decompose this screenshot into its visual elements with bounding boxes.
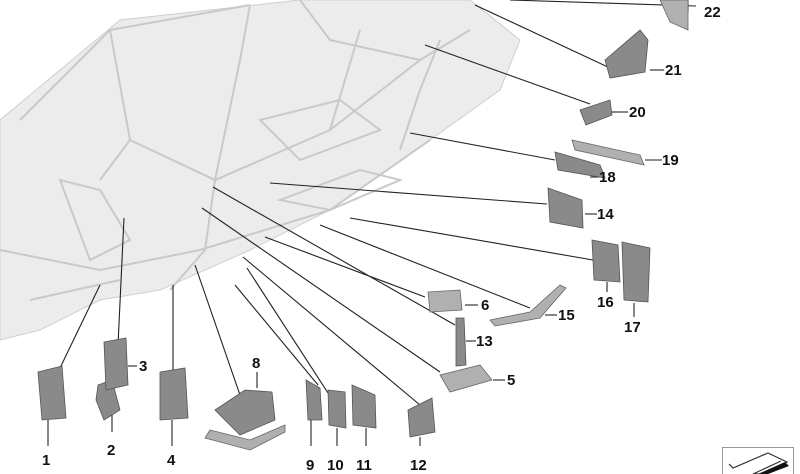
callout-20: 20: [629, 104, 646, 121]
callout-13: 13: [476, 333, 493, 350]
callout-14: 14: [597, 206, 614, 223]
part-14: [547, 187, 584, 229]
callout-11: 11: [356, 457, 372, 473]
part-12: [407, 397, 436, 438]
part-1: [37, 365, 67, 421]
part-17: [621, 241, 651, 303]
part-5: [439, 364, 493, 393]
part-9: [305, 379, 323, 421]
callout-16: 16: [597, 294, 614, 311]
part-19: [571, 139, 645, 166]
part-10: [327, 389, 347, 429]
part-20: [579, 99, 613, 126]
leader-lines: [47, 0, 697, 446]
callout-1: 1: [42, 452, 50, 469]
part-8-bracket: [204, 424, 286, 451]
part-sketch-icon: [728, 452, 789, 474]
part-18: [554, 151, 606, 179]
part-16: [591, 239, 621, 283]
part-13: [455, 317, 467, 367]
part-3: [103, 337, 129, 391]
part-4: [159, 367, 189, 421]
part-22: [659, 0, 689, 31]
part-11: [351, 384, 377, 429]
callout-3: 3: [139, 358, 147, 375]
diagram-navigation-icon[interactable]: [722, 447, 794, 474]
callout-9: 9: [306, 457, 314, 473]
callout-17: 17: [624, 319, 641, 336]
callout-15: 15: [558, 307, 575, 324]
car-body-shell: [0, 0, 521, 341]
callout-8: 8: [252, 355, 260, 372]
callout-6: 6: [481, 297, 489, 314]
callout-19: 19: [662, 152, 679, 169]
part-15: [489, 284, 567, 327]
callout-18: 18: [599, 169, 616, 186]
callout-4: 4: [167, 452, 176, 469]
callout-labels: 1 2 3 4 8 9 10 11 12 5 13 6 15 16 17 14 …: [42, 4, 721, 473]
parts: [37, 0, 689, 451]
part-8: [214, 389, 276, 436]
callout-5: 5: [507, 372, 515, 389]
callout-12: 12: [410, 457, 427, 473]
callout-10: 10: [327, 457, 344, 473]
part-6: [427, 289, 463, 313]
part-21: [604, 29, 649, 79]
callout-22: 22: [704, 4, 721, 21]
callout-21: 21: [665, 62, 682, 79]
callout-2: 2: [107, 442, 115, 459]
